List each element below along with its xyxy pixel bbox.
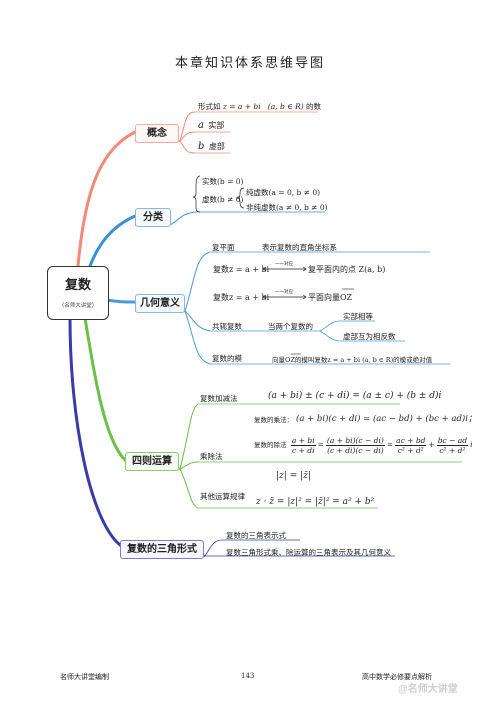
imag-brace xyxy=(236,187,245,209)
geometry-conj-real: 实部相等 xyxy=(343,312,373,321)
ops-other-f2: z · z̄ = |z|² = |z̄|² = a² + b² xyxy=(256,497,375,507)
geometry-plane: 复平面 xyxy=(212,243,235,252)
footer-page-number: 143 xyxy=(241,672,255,680)
node-concept: 概念 xyxy=(135,124,179,143)
concept-form-expr: z = a + bi xyxy=(222,102,261,111)
geometry-plane-desc: 表示复数的直角坐标系 xyxy=(262,243,337,252)
branch-trig xyxy=(68,316,122,547)
concept-form-prefix: 形式如 xyxy=(198,102,221,111)
div-n1: a + bi xyxy=(290,435,316,446)
classify-pure: 纯虚数(a = 0, b ≠ 0) xyxy=(246,188,321,197)
node-trig: 复数的三角形式 xyxy=(120,540,204,559)
concept-imag-part: 虚部 xyxy=(208,142,225,151)
footer-right: 高中数学必修要点解析 xyxy=(362,673,432,681)
ops-addsub-formula: (a + bi) ± (c + di) = (a ± c) + (b ± d)i xyxy=(268,391,442,401)
concept-sub-curve xyxy=(179,111,196,142)
branch-geometry xyxy=(105,298,137,304)
div-d3: c² + d² xyxy=(397,445,424,455)
root-subtitle: （名师大讲堂） xyxy=(58,303,98,309)
branch-classify xyxy=(88,214,137,268)
geometry-r1-left: 复数z = a + bi xyxy=(213,265,270,274)
div-n2: (a + bi)(c − di) xyxy=(325,435,385,446)
classify-brace xyxy=(192,175,201,213)
geometry-conj: 共轭复数 xyxy=(212,322,242,331)
concept-imag-row: b 虚部 xyxy=(198,141,225,152)
node-ops: 四则运算 xyxy=(125,452,179,471)
geometry-r2-right: 平面向量OZ xyxy=(308,293,353,302)
geometry-conj-imag: 虚部互为相反数 xyxy=(343,332,396,341)
classify-imag: 虚数(b ≠ 0) xyxy=(202,195,244,204)
branch-concept xyxy=(76,130,137,268)
geometry-r1-arrow-label: 一一对应 xyxy=(275,262,293,267)
ops-mul-formula: (a + bi)(c + di) = (ac − bd) + (bc + ad)… xyxy=(296,414,477,424)
geometry-r2-arrow-label: 一一对应 xyxy=(275,290,293,295)
node-geometry: 几何意义 xyxy=(135,294,185,313)
page-title: 本章知识体系思维导图 xyxy=(174,56,325,71)
ops-mul-prefix: 复数的乘法： xyxy=(254,416,293,424)
geometry-modulus-desc: 向量OZ的模叫复数z = a + bi (a, b ∈ R)的模或绝对值 xyxy=(272,356,433,364)
geometry-conj-when: 当两个复数的 xyxy=(268,322,313,331)
root-node: 复数 （名师大讲堂） xyxy=(47,266,109,320)
ops-addsub: 复数加减法 xyxy=(200,394,238,403)
concept-a-symbol: a xyxy=(198,120,204,131)
watermark: @名师大讲堂 xyxy=(398,684,458,695)
geometry-r1-right: 复平面内的点 Z(a, b) xyxy=(308,265,386,274)
trig-item1: 复数的三角表示式 xyxy=(226,531,286,540)
classify-nonpure: 非纯虚数(a ≠ 0, b ≠ 0) xyxy=(246,203,328,212)
div-n3: ac + bd xyxy=(395,435,427,446)
ops-div-prefix: 复数的除法 xyxy=(254,441,287,449)
ops-other-f1: |z| = |z̄| xyxy=(276,471,311,481)
footer-left: 名师大讲堂编制 xyxy=(60,673,109,681)
trig-item2: 复数三角形式乘、除运算的三角表示及其几何意义 xyxy=(226,548,391,557)
classify-real: 实数(b = 0) xyxy=(202,177,244,186)
node-classify: 分类 xyxy=(135,208,171,227)
div-d2: (c + di)(c − di) xyxy=(327,445,384,455)
concept-real-part: 实部 xyxy=(208,121,225,130)
root-title: 复数 xyxy=(64,277,91,292)
concept-b-symbol: b xyxy=(198,141,205,152)
div-d1: c + di xyxy=(292,445,315,455)
div-tail: i xyxy=(470,440,473,449)
concept-form-row: 形式如 z = a + bi (a, b ∈ R) 的数 xyxy=(198,101,321,112)
concept-real-row: a 实部 xyxy=(198,120,224,131)
div-n4: bc − ad xyxy=(436,435,469,446)
branch-ops xyxy=(83,316,127,462)
geometry-modulus: 复数的模 xyxy=(212,354,242,363)
concept-form-suffix: 的数 xyxy=(306,102,322,111)
ops-muldiv: 乘除法 xyxy=(200,452,223,461)
div-d4: c² + d² xyxy=(439,445,466,455)
ops-other: 其他运算规律 xyxy=(200,492,245,501)
geometry-r2-left: 复数z = a + bi xyxy=(213,293,270,302)
concept-form-cond: (a, b ∈ R) xyxy=(267,102,304,111)
ops-div-frac2: (a + bi)(c − di)(c + di)(c − di) xyxy=(325,435,385,455)
